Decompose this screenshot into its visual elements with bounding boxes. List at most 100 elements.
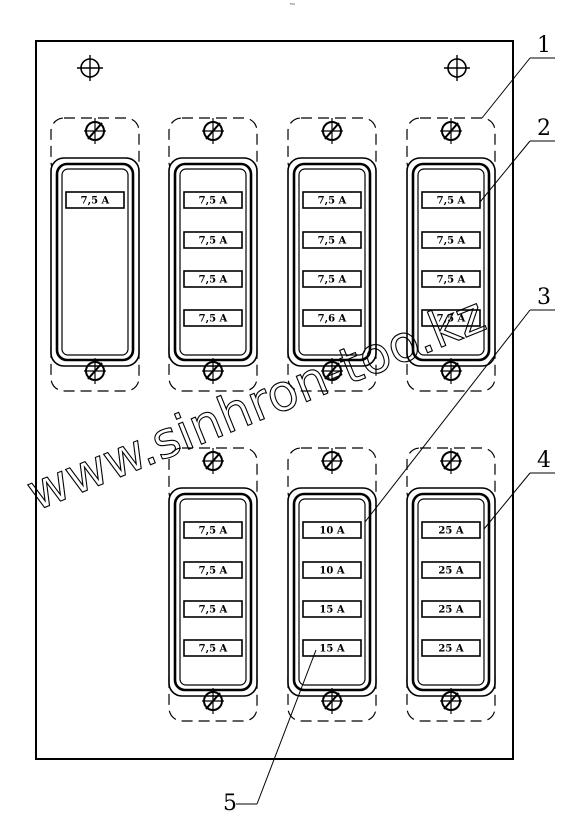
fuse-rating: 7,5 A — [437, 236, 466, 247]
screw-icon — [439, 117, 463, 145]
fuse-label-box — [421, 600, 481, 618]
fuse-slot: 7,5 A — [421, 270, 481, 288]
fuse-rating: 7,5 A — [437, 275, 466, 286]
fuse-label-box — [421, 270, 481, 288]
fuse-slot: 7,5 A — [183, 600, 243, 618]
fuse-rating: 7,6 A — [318, 314, 347, 325]
fuse-slot: 7,6 A — [302, 309, 362, 327]
fuse-label-box — [183, 600, 243, 618]
holder-outline-top — [50, 117, 140, 176]
screw-icon — [83, 117, 107, 145]
fuse-rating: 25 A — [438, 566, 463, 577]
fuse-slot: 7,5 A — [183, 639, 243, 657]
holder-frame-outer — [168, 157, 258, 367]
fuse-label-box — [302, 639, 362, 657]
fuse-slot: 10 A — [302, 561, 362, 579]
holder-outline-top — [406, 447, 496, 506]
fuse-slot: 7,5 A — [183, 309, 243, 327]
fuse-rating: 25 A — [438, 526, 463, 537]
screw-icon — [320, 447, 344, 475]
fuse-block: 7,5 A — [50, 117, 140, 392]
leader-lines — [236, 57, 555, 805]
fuse-rating: 10 A — [319, 566, 344, 577]
fuse-rating: 7,5 A — [199, 644, 228, 655]
fuse-label-box — [302, 270, 362, 288]
fuse-slot: 7,5 A — [183, 231, 243, 249]
fuse-rating: 7,5 A — [199, 314, 228, 325]
holder-outline-top — [287, 447, 377, 506]
holder-frame-outer — [50, 157, 140, 367]
fuse-label-box — [302, 600, 362, 618]
fuse-slot: 25 A — [421, 561, 481, 579]
fuse-slot: 7,5 A — [421, 231, 481, 249]
fuse-rating: 25 A — [438, 605, 463, 616]
callout-1: 1 — [537, 33, 551, 58]
fuse-label-box — [302, 309, 362, 327]
fuse-label-box — [302, 191, 362, 209]
fuse-rating: 7,5 A — [199, 236, 228, 247]
fuse-slot: 10 A — [302, 521, 362, 539]
fuse-label-box — [421, 521, 481, 539]
fuse-slot: 15 A — [302, 600, 362, 618]
fuse-rating: 7,5 A — [437, 314, 466, 325]
fuse-label-box — [183, 561, 243, 579]
fuse-label-box — [421, 191, 481, 209]
fuse-label-box — [65, 191, 125, 209]
holder-outline-top — [168, 447, 258, 506]
fuse-slot: 7,5 A — [183, 561, 243, 579]
fuse-slot: 7,5 A — [183, 270, 243, 288]
fuse-slot: 25 A — [421, 600, 481, 618]
holder-frame-inner — [298, 168, 366, 356]
top-mark: ᵀᵐ — [289, 3, 295, 9]
fuse-slot: 7,5 A — [421, 191, 481, 209]
mounting-hole-icon — [443, 54, 471, 82]
holder-frame-inner — [179, 498, 247, 686]
screw-icon — [201, 117, 225, 145]
callout-4: 4 — [537, 448, 551, 473]
fuse-block: 7,5 A 7,5 A 7,5 A 7,6 A — [287, 117, 377, 392]
fuse-slot: 7,5 A — [421, 309, 481, 327]
fuse-label-box — [183, 309, 243, 327]
fuse-label-box — [421, 561, 481, 579]
callout-5: 5 — [223, 791, 237, 816]
screw-icon — [439, 447, 463, 475]
fuse-block: 7,5 A 7,5 A 7,5 A 7,5 A — [406, 117, 496, 392]
callout-2: 2 — [537, 116, 551, 141]
fuse-label-box — [183, 521, 243, 539]
fuse-label-box — [183, 191, 243, 209]
fuse-slot: 7,5 A — [302, 191, 362, 209]
fuse-slot: 7,5 A — [302, 231, 362, 249]
holder-outline-top — [406, 117, 496, 176]
callout-3: 3 — [537, 285, 551, 310]
fuse-rating: 7,5 A — [199, 566, 228, 577]
screw-icon — [320, 117, 344, 145]
holder-frame-outer — [168, 487, 258, 697]
fuse-rating: 7,5 A — [81, 196, 110, 207]
mounting-hole-icon — [76, 54, 104, 82]
fuse-rating: 7,5 A — [318, 236, 347, 247]
fuse-rating: 7,5 A — [199, 196, 228, 207]
fuse-label-box — [421, 639, 481, 657]
fuse-slot: 7,5 A — [302, 270, 362, 288]
fuse-slot: 25 A — [421, 521, 481, 539]
fuse-block: 10 A 10 A 15 A 15 A — [287, 447, 377, 722]
fuse-label-box — [302, 521, 362, 539]
fuse-slot: 7,5 A — [65, 191, 125, 209]
holder-frame-inner — [417, 168, 485, 356]
holder-frame-outer — [406, 487, 496, 697]
fuse-rating: 7,5 A — [199, 605, 228, 616]
fuse-block: 25 A 25 A 25 A 25 A — [406, 447, 496, 722]
holder-frame-inner — [179, 168, 247, 356]
fuse-rating: 7,5 A — [318, 196, 347, 207]
fuse-rating: 15 A — [319, 644, 344, 655]
fuse-rating: 7,5 A — [199, 275, 228, 286]
fuse-block: 7,5 A 7,5 A 7,5 A 7,5 A — [168, 117, 258, 392]
fuse-rating: 10 A — [319, 526, 344, 537]
fuse-label-box — [183, 231, 243, 249]
fuse-slot: 25 A — [421, 639, 481, 657]
holder-frame-inner — [417, 498, 485, 686]
holder-outline-top — [168, 117, 258, 176]
fuse-rating: 7,5 A — [437, 196, 466, 207]
